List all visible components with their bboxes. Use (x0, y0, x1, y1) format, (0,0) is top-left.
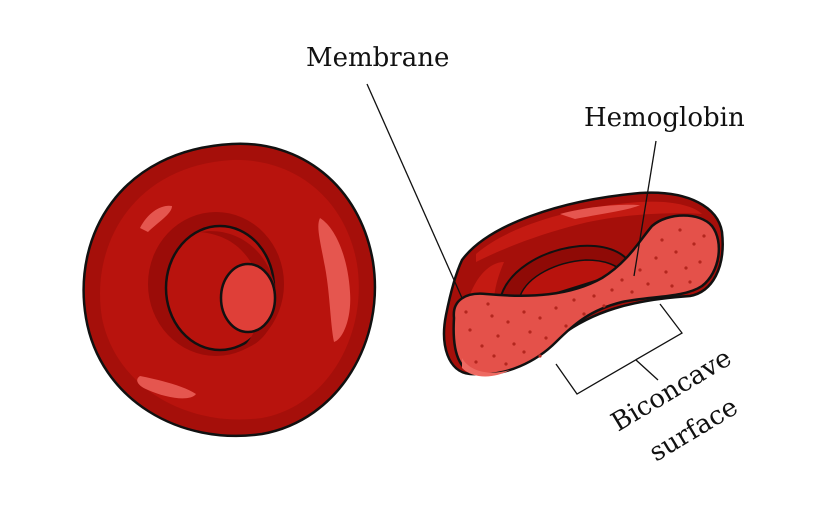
rbc-cross-section-view (442, 191, 724, 377)
inner-left-wall (468, 262, 504, 302)
cross-section-face (452, 214, 720, 376)
section-edge-highlight (462, 358, 510, 377)
hemoglobin-leader-line (633, 140, 657, 277)
rim-highlight-right (318, 218, 351, 342)
rim-shine (560, 204, 640, 219)
depression-inner-wall (200, 231, 277, 350)
rim-highlight-bottom (137, 376, 196, 399)
leader-lines (366, 83, 683, 395)
membrane-label: Membrane (306, 43, 449, 73)
rim-highlight-top (140, 205, 172, 232)
biconcave-leader-line (635, 359, 659, 381)
rbc-top-view (82, 142, 377, 438)
biconcave-bracket (555, 303, 683, 395)
hemoglobin-label: Hemoglobin (584, 103, 745, 133)
inner-concavity-ring (518, 259, 624, 299)
central-pale-spot (219, 262, 277, 334)
hemoglobin-dots (464, 228, 706, 366)
membrane-leader-line (366, 83, 463, 299)
